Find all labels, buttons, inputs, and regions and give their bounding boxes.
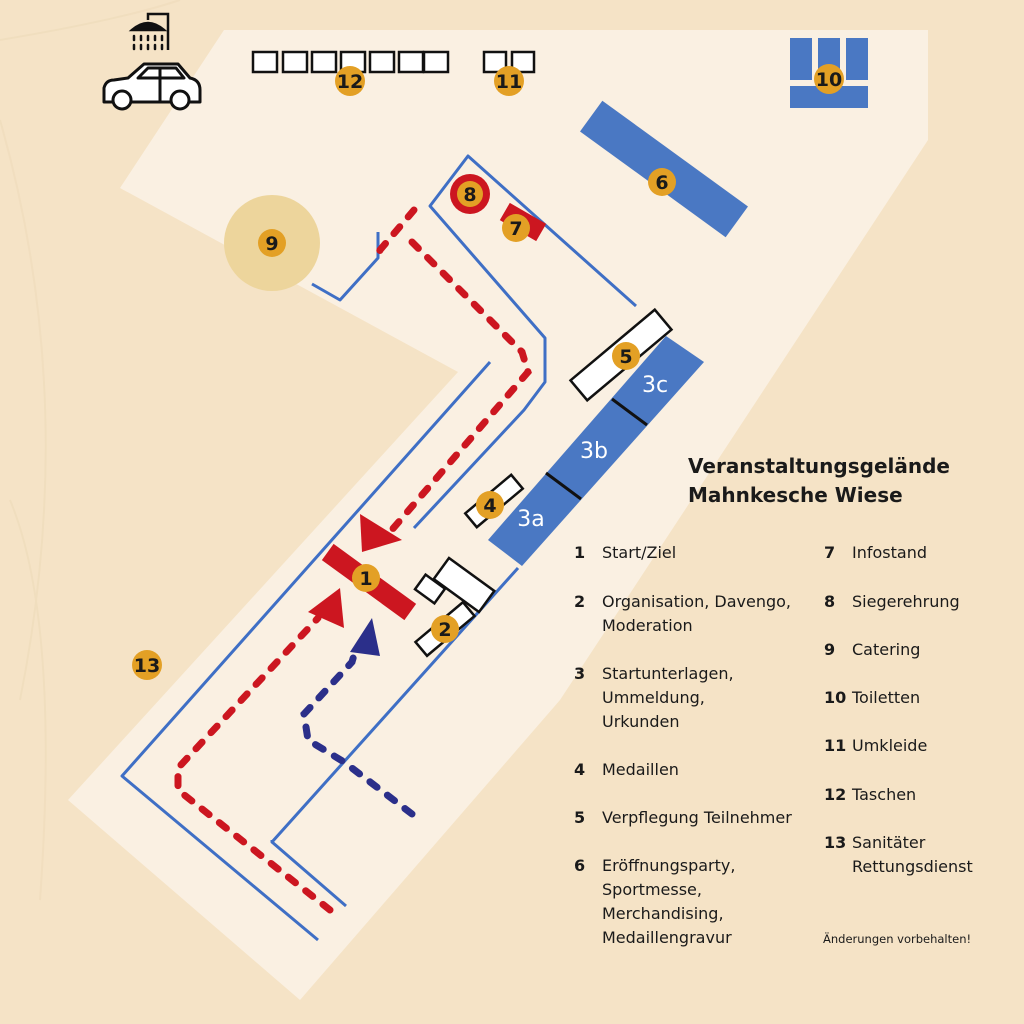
background-texture [0, 0, 181, 901]
legend-number: 3 [574, 664, 586, 683]
disclaimer-note: Änderungen vorbehalten! [823, 932, 972, 946]
svg-text:6: 6 [655, 172, 668, 194]
legend-label: Verpflegung Teilnehmer [602, 808, 792, 827]
badge-13: 13 [132, 650, 162, 680]
legend-label: Medaillen [602, 760, 679, 779]
legend-number: 6 [574, 856, 586, 875]
badge-12: 12 [335, 66, 365, 96]
car-icon [102, 62, 202, 111]
zone-10 [790, 38, 868, 108]
legend-number: 4 [574, 760, 586, 779]
badge-9: 9 [258, 229, 286, 257]
badge-6: 6 [648, 168, 676, 196]
legend-number: 10 [824, 688, 847, 707]
badge-11: 11 [494, 66, 524, 96]
legend-label: Toiletten [852, 688, 921, 707]
route-arrow-red-bottom [308, 588, 344, 628]
legend-number: 2 [574, 592, 586, 611]
fence-lines [120, 154, 637, 942]
badge-8: 8 [457, 181, 483, 207]
legend-label: Sanitäter Rettungsdienst [852, 833, 973, 876]
svg-text:4: 4 [483, 495, 496, 517]
map-title-line2: Mahnkesche Wiese [688, 483, 903, 507]
svg-text:1: 1 [359, 568, 372, 590]
legend-number: 9 [824, 640, 836, 659]
svg-text:11: 11 [496, 71, 522, 93]
zone-label-3a: 3a [517, 507, 544, 532]
zone-3-block [488, 336, 704, 566]
route-arrow-red-top [360, 514, 402, 552]
svg-text:8: 8 [463, 184, 476, 206]
legend-label: Catering [852, 640, 921, 659]
route-red [174, 206, 532, 914]
legend-label: Siegerehrung [852, 592, 960, 611]
legend-label: Eröffnungsparty, Sportmesse, Merchandisi… [602, 856, 736, 947]
legend-number: 12 [824, 785, 847, 804]
svg-text:13: 13 [134, 655, 160, 677]
svg-text:5: 5 [619, 346, 632, 368]
badge-4: 4 [476, 491, 504, 519]
badge-1: 1 [352, 564, 380, 592]
legend-number: 8 [824, 592, 836, 611]
legend-number: 1 [574, 543, 586, 562]
zone-label-3b: 3b [580, 439, 608, 464]
legend-number: 7 [824, 543, 836, 562]
route-navy [300, 644, 416, 818]
legend-label: Startunterlagen, Ummeldung, Urkunden [602, 664, 734, 731]
svg-text:12: 12 [337, 71, 363, 93]
legend-label: Organisation, Davengo, Moderation [602, 592, 792, 635]
svg-text:10: 10 [816, 69, 842, 91]
legend-label: Infostand [852, 543, 927, 562]
badge-2: 2 [431, 615, 459, 643]
legend-label: Umkleide [852, 736, 928, 755]
map-title: Veranstaltungsgelände Mahnkesche Wiese [688, 452, 1008, 510]
badges: 1 2 4 5 6 7 8 9 10 11 12 13 [132, 64, 844, 680]
svg-text:9: 9 [265, 233, 278, 255]
svg-text:2: 2 [438, 619, 451, 641]
legend-label: Start/Ziel [602, 543, 677, 562]
legend-number: 5 [574, 808, 586, 827]
badge-10: 10 [814, 64, 844, 94]
map-title-line1: Veranstaltungsgelände [688, 454, 950, 478]
shower-icon [128, 12, 170, 51]
legend-number: 11 [824, 736, 847, 755]
legend-label: Taschen [852, 785, 917, 804]
legend-number: 13 [824, 833, 847, 852]
badge-7: 7 [502, 214, 530, 242]
badge-5: 5 [612, 342, 640, 370]
route-arrow-navy [350, 618, 380, 656]
svg-text:7: 7 [509, 218, 522, 240]
zone-label-3c: 3c [642, 373, 668, 398]
